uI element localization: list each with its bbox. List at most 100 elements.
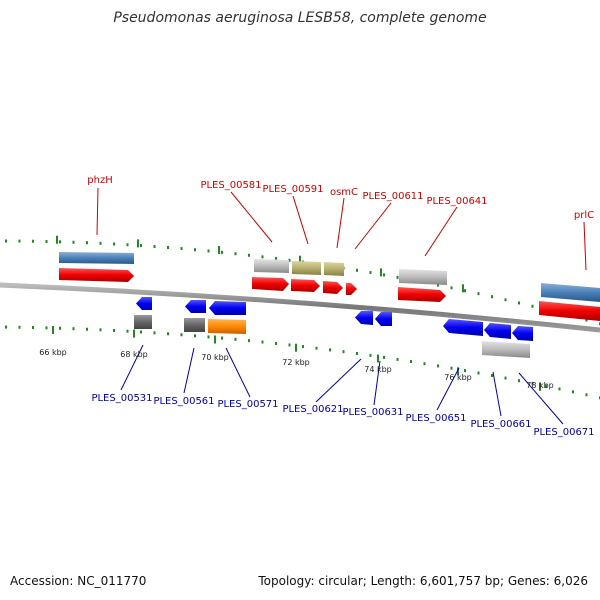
minor-tick: [356, 268, 358, 272]
minor-tick: [45, 326, 48, 330]
PLES_00651-cds-arrow: [443, 319, 483, 336]
gene-label-PLES_00561[interactable]: PLES_00561: [153, 396, 214, 407]
minor-tick: [558, 387, 561, 391]
minor-tick: [423, 362, 426, 366]
minor-tick: [180, 333, 183, 337]
forward-features: [59, 252, 600, 321]
minor-tick: [113, 328, 115, 332]
gene-label-PLES_00591[interactable]: PLES_00591: [262, 184, 323, 195]
PLES_00571-gene-box: [208, 319, 246, 334]
PLES_00621-cds-arrow: [355, 311, 373, 325]
PLES_00561-cds-arrow: [185, 300, 206, 313]
major-tick: [52, 326, 54, 335]
minor-tick: [140, 244, 142, 248]
gene-label-phzH[interactable]: phzH: [87, 175, 112, 186]
gene-label-prlC[interactable]: prlC: [574, 210, 594, 221]
kbp-label-70: 70 kbp: [201, 353, 229, 362]
minor-tick: [302, 345, 304, 349]
minor-tick: [72, 327, 75, 331]
minor-tick: [369, 271, 372, 275]
kbp-label-66: 66 kbp: [39, 348, 67, 357]
minor-tick: [491, 295, 493, 299]
minor-tick: [531, 381, 534, 385]
minor-tick: [59, 240, 61, 244]
minor-tick: [437, 364, 439, 368]
major-tick: [133, 329, 135, 338]
minor-tick: [72, 240, 75, 244]
minor-tick: [383, 273, 385, 277]
reverse-gene-labels: PLES_00531 PLES_00561 PLES_00571 PLES_00…: [91, 393, 594, 438]
PLES_00591-cds-arrow: [291, 279, 320, 292]
minor-tick: [194, 334, 196, 338]
minor-tick: [221, 250, 223, 254]
minor-tick: [113, 242, 115, 246]
gene-label-PLES_00651[interactable]: PLES_00651: [405, 413, 466, 424]
minor-tick: [545, 384, 547, 388]
minor-tick: [329, 348, 331, 352]
minor-tick: [369, 353, 372, 357]
minor-tick: [153, 331, 156, 335]
minor-tick: [18, 325, 21, 329]
accession-text: Accession: NC_011770: [10, 574, 147, 588]
PLES_00641-gene-box: [399, 269, 447, 285]
minor-tick: [180, 247, 183, 251]
minor-tick: [518, 301, 520, 305]
major-tick: [380, 268, 382, 277]
PLES_00661-gene-box: [482, 341, 530, 358]
gene-label-PLES_00531[interactable]: PLES_00531: [91, 393, 152, 404]
PLES_00611-cds-arrow: [346, 283, 357, 295]
minor-tick: [450, 366, 453, 370]
minor-tick: [99, 241, 102, 245]
gene-label-PLES_00571[interactable]: PLES_00571: [217, 399, 278, 410]
gene-label-PLES_00581[interactable]: PLES_00581: [200, 180, 261, 191]
forward-leader-lines: [96, 187, 587, 271]
minor-tick: [477, 292, 480, 296]
PLES_00671-cds-arrow: [512, 326, 533, 341]
gene-label-PLES_00671[interactable]: PLES_00671: [533, 427, 594, 438]
PLES_00581-gene-box: [254, 259, 289, 273]
gene-label-PLES_00661[interactable]: PLES_00661: [470, 419, 531, 430]
minor-tick: [167, 245, 169, 249]
PLES_00661-cds-arrow: [484, 323, 511, 339]
map-title: Pseudomonas aeruginosa LESB58, complete …: [113, 10, 487, 26]
minor-tick: [572, 390, 574, 394]
minor-tick: [396, 357, 399, 361]
kbp-label-72: 72 kbp: [282, 358, 310, 367]
minor-tick: [86, 327, 88, 331]
major-tick: [457, 367, 459, 376]
lower-tick-row: [5, 325, 600, 400]
minor-tick: [356, 352, 358, 356]
gene-label-PLES_00641[interactable]: PLES_00641: [426, 196, 487, 207]
minor-tick: [153, 244, 156, 248]
minor-tick: [504, 376, 507, 380]
kbp-label-78: 78 kbp: [526, 381, 554, 390]
minor-tick: [464, 369, 466, 373]
minor-tick: [32, 326, 34, 330]
minor-tick: [288, 258, 291, 262]
reverse-features: [134, 297, 533, 358]
PLES_00571-cds-arrow: [209, 301, 246, 315]
minor-tick: [126, 329, 129, 333]
gene-label-PLES_00621[interactable]: PLES_00621: [282, 404, 343, 415]
gene-label-osmC[interactable]: osmC: [330, 187, 358, 198]
minor-tick: [491, 373, 493, 377]
topology-text: Topology: circular; Length: 6,601,757 bp…: [258, 574, 588, 588]
minor-tick: [383, 355, 385, 359]
PLES_00531-cds-arrow: [136, 297, 152, 310]
minor-tick: [86, 241, 88, 245]
minor-tick: [261, 255, 264, 259]
minor-tick: [477, 371, 480, 375]
minor-tick: [140, 330, 142, 334]
PLES_00631-cds-arrow: [375, 312, 392, 326]
PLES_00531-gene-box: [134, 315, 152, 329]
minor-tick: [288, 343, 291, 347]
major-tick: [539, 382, 541, 391]
PLES_00561-gene-box: [184, 318, 205, 332]
minor-tick: [275, 257, 277, 261]
gene-label-PLES_00611[interactable]: PLES_00611: [362, 191, 423, 202]
minor-tick: [410, 360, 412, 364]
gene-label-PLES_00631[interactable]: PLES_00631: [342, 407, 403, 418]
minor-tick: [5, 325, 7, 329]
PLES_00641-cds-arrow: [398, 287, 446, 302]
